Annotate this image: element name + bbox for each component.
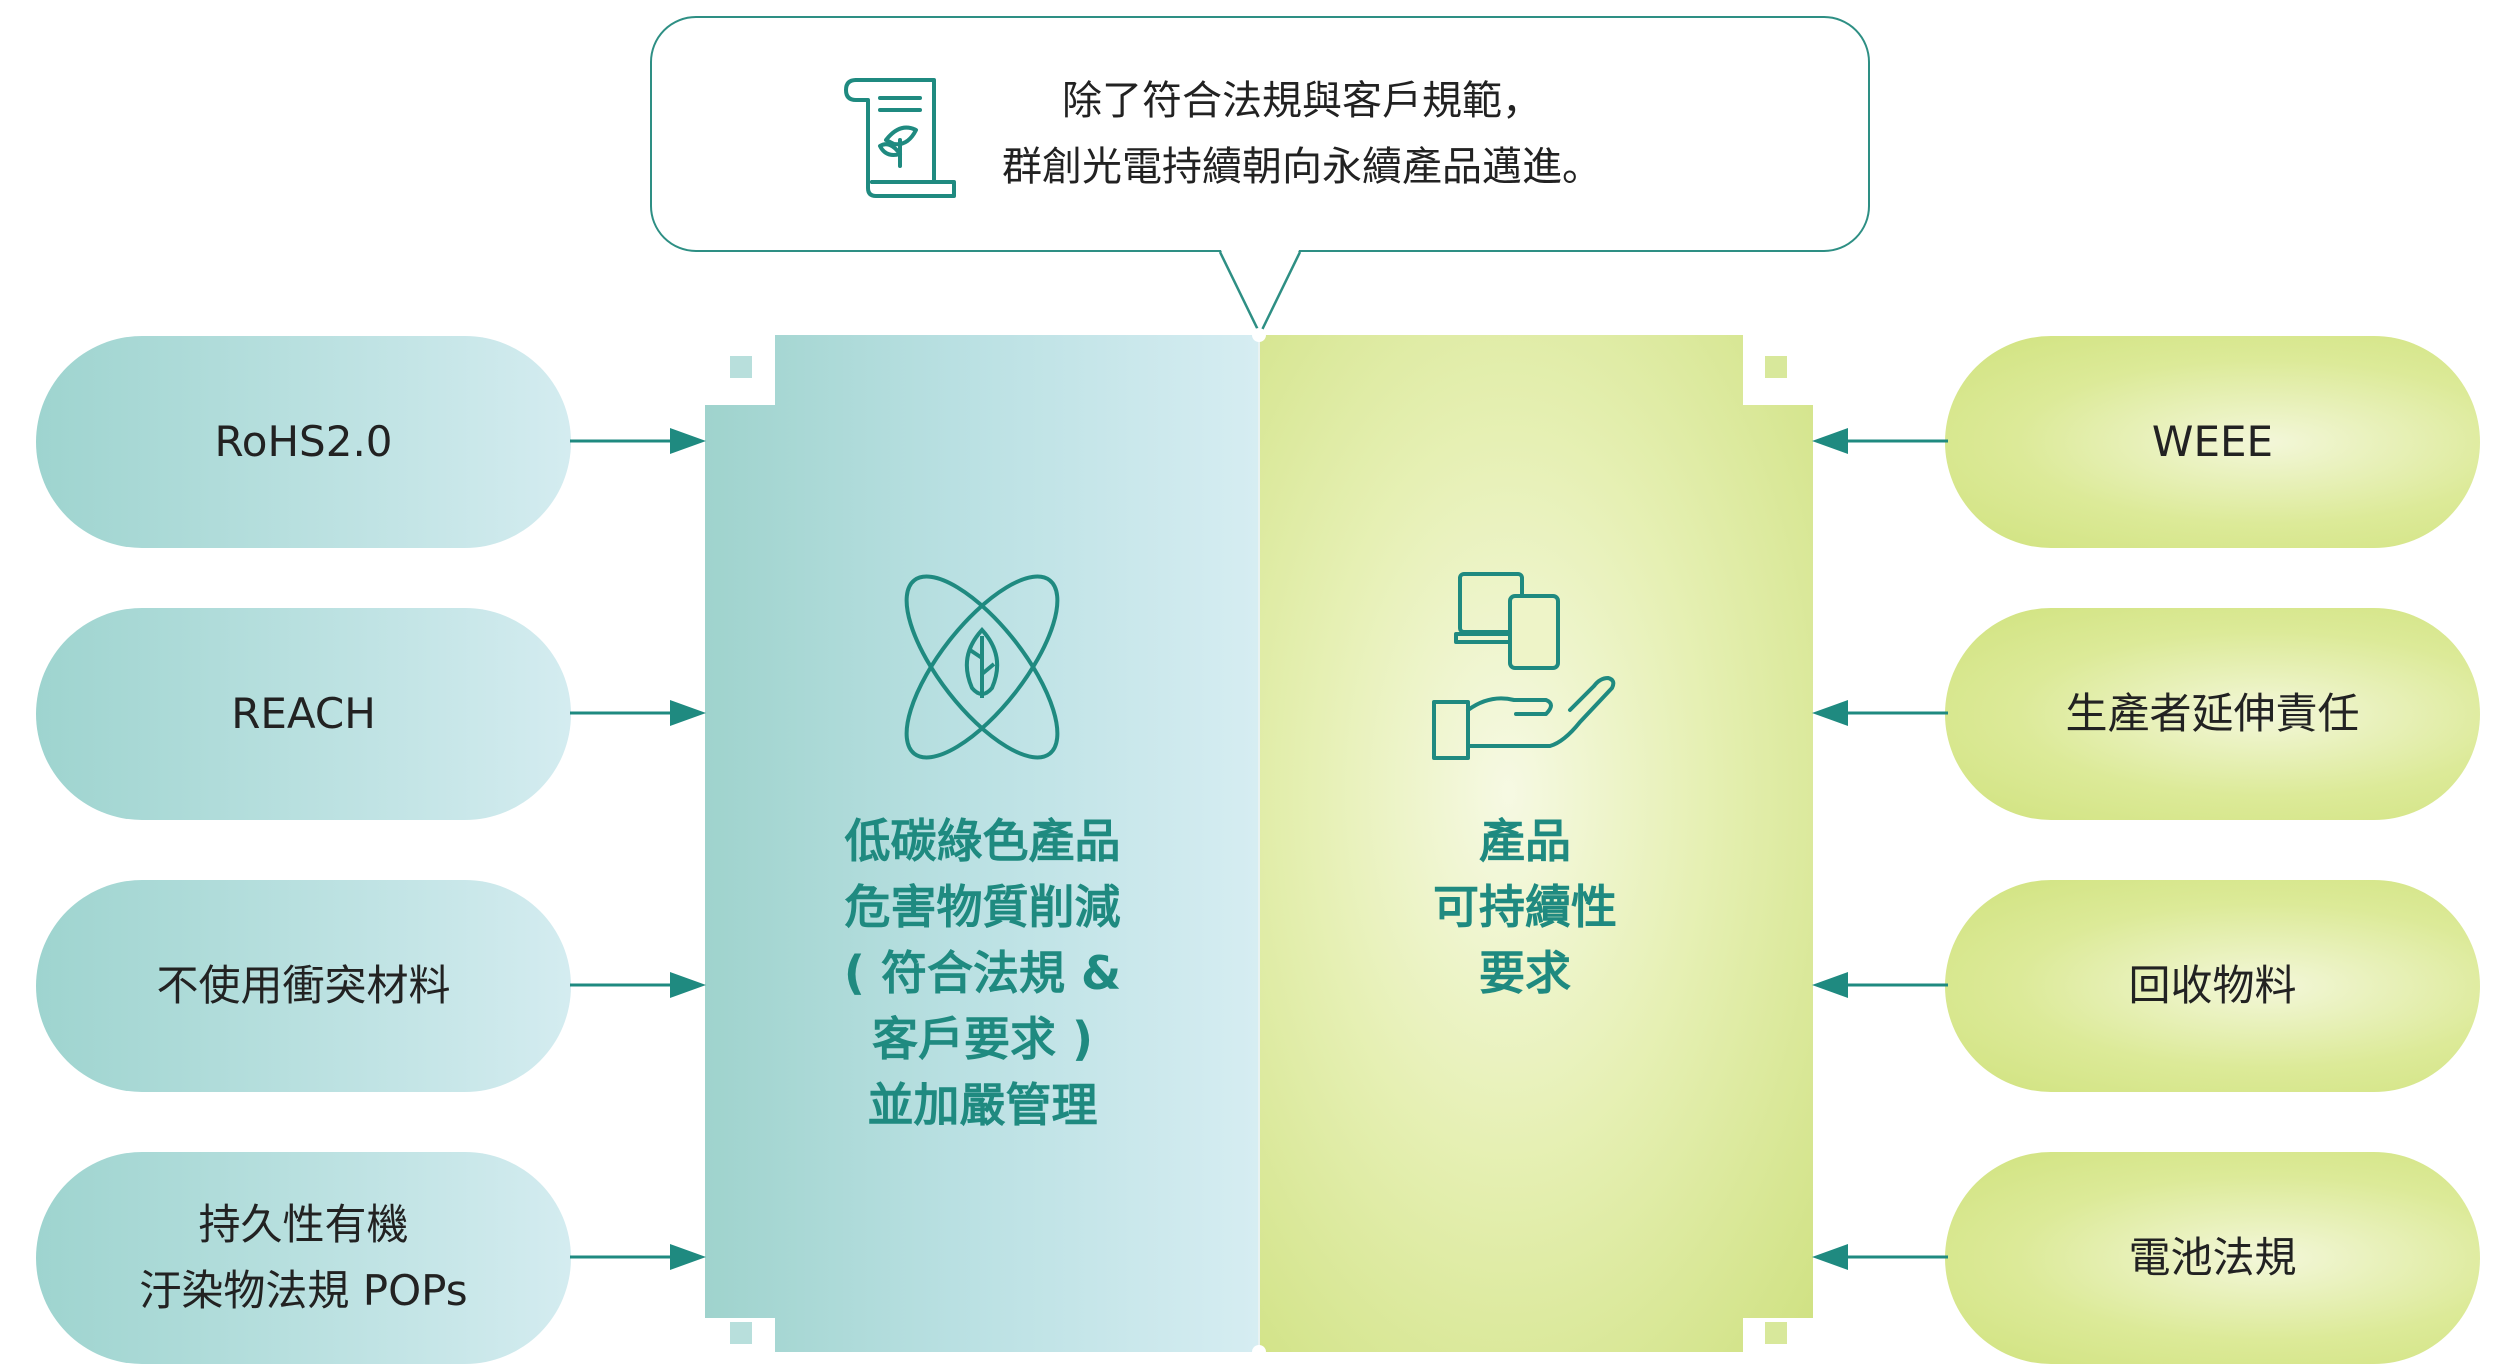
- left-pill-rohs: RoHS2.0: [36, 336, 571, 548]
- right-panel-line-1: 產品: [1479, 814, 1571, 868]
- corner-square: [1765, 356, 1787, 378]
- left-panel-line-5: 並加嚴管理: [867, 1078, 1098, 1132]
- left-pill-label: RoHS2.0: [214, 417, 393, 466]
- divider-dot-top: [1252, 328, 1266, 342]
- left-pill-label-line-1: 持久性有機: [198, 1200, 409, 1249]
- right-pill-label: WEEE: [2151, 417, 2274, 466]
- left-pill-label-line-2: 汙染物法規 POPs: [139, 1266, 468, 1315]
- atom-leaf-icon: [904, 574, 1060, 760]
- right-pill-weee: WEEE: [1945, 336, 2480, 548]
- scroll-leaf-icon: [844, 78, 956, 198]
- left-panel-line-4: 客戶要求 ): [871, 1012, 1094, 1066]
- right-pill-epr: 生產者延伸責任: [1945, 608, 2480, 820]
- left-pill-conflict-materials: 不使用衝突材料: [36, 880, 571, 1092]
- arrow-left-icon: [1812, 428, 1948, 454]
- left-panel-title: 低碳綠色產品 危害物質削減 ( 符合法規 & 客戶要求 ) 並加嚴管理: [760, 808, 1205, 1138]
- right-pill-battery-regulation: 電池法規: [1945, 1152, 2480, 1364]
- arrow-right-icon: [570, 972, 706, 998]
- left-pill-label: 不使用衝突材料: [156, 961, 451, 1010]
- left-panel-line-2: 危害物質削減: [844, 880, 1121, 934]
- callout-line-2: 群創光電持續朝向永續產品邁進。: [1002, 144, 1602, 190]
- left-panel-line-3: ( 符合法規 &: [843, 946, 1122, 1000]
- divider-dot-bottom: [1252, 1345, 1266, 1359]
- left-pill-pops: 持久性有機 汙染物法規 POPs: [36, 1152, 571, 1364]
- arrow-left-icon: [1812, 1244, 1948, 1270]
- left-pill-label: REACH: [231, 689, 376, 738]
- left-pill-reach: REACH: [36, 608, 571, 820]
- corner-square: [730, 356, 752, 378]
- teal-panel: [705, 335, 1259, 1352]
- right-panel-line-3: 要求: [1479, 946, 1571, 1000]
- green-panel: [1259, 335, 1813, 1352]
- arrow-left-icon: [1812, 972, 1948, 998]
- corner-square: [730, 1322, 752, 1344]
- right-pill-label: 電池法規: [2128, 1233, 2297, 1282]
- arrow-right-icon: [570, 1244, 706, 1270]
- right-panel-title: 產品 可持續性 要求: [1300, 808, 1750, 1006]
- callout-line-1: 除了符合法規與客戶規範，: [1062, 78, 1542, 124]
- callout-text: 除了符合法規與客戶規範， 群創光電持續朝向永續產品邁進。: [952, 68, 1652, 200]
- arrow-right-icon: [570, 700, 706, 726]
- callout-bubble: 除了符合法規與客戶規範， 群創光電持續朝向永續產品邁進。: [650, 16, 1870, 252]
- right-pill-label: 回收物料: [2128, 961, 2297, 1010]
- center-panel: [705, 328, 1813, 1359]
- corner-square: [1765, 1322, 1787, 1344]
- right-pill-recycled-materials: 回收物料: [1945, 880, 2480, 1092]
- right-pill-label: 生產者延伸責任: [2065, 689, 2360, 738]
- arrow-right-icon: [570, 428, 706, 454]
- left-panel-line-1: 低碳綠色產品: [844, 814, 1121, 868]
- panel-divider: [1258, 335, 1260, 1352]
- devices-hand-icon: [1432, 572, 1616, 760]
- arrow-left-icon: [1812, 700, 1948, 726]
- right-panel-line-2: 可持續性: [1433, 880, 1617, 934]
